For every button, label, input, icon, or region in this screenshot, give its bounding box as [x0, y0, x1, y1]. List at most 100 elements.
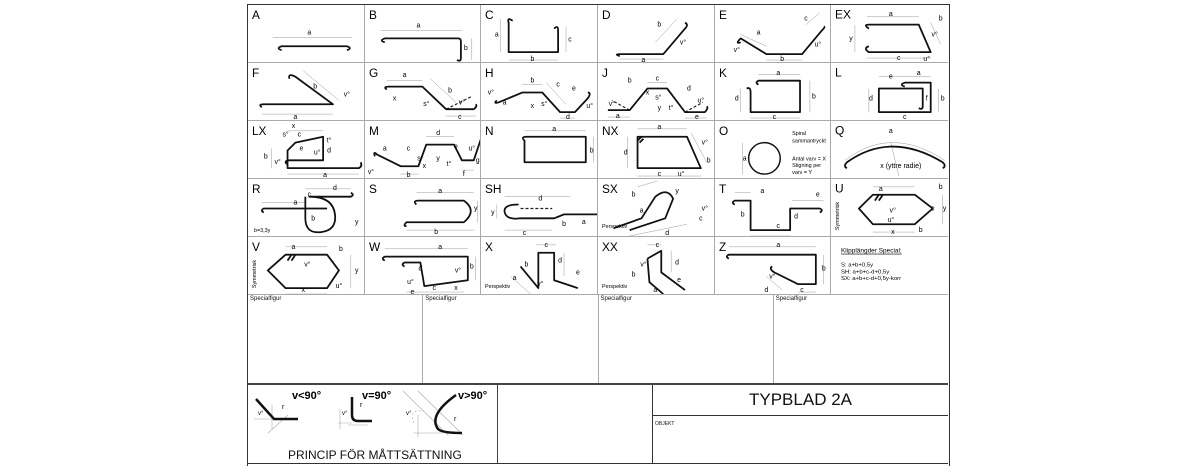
dimension-label: b — [657, 22, 661, 29]
dimension-label: u° — [814, 40, 821, 48]
rebar-spiral — [747, 141, 781, 175]
rebar-shape — [503, 203, 597, 220]
dimension-label: b — [707, 157, 711, 164]
dimension-label: v° — [890, 206, 896, 214]
dimension-label: v° — [458, 98, 464, 106]
dimensioning-principle: v<90° v=90° v>90° v° v° v° r r r PRINCIP… — [248, 385, 498, 463]
shape-code: A — [252, 8, 260, 22]
dimension-label: d — [436, 130, 440, 137]
rebar-shape — [260, 207, 328, 214]
dimension-label: e — [695, 114, 699, 120]
rebar-shape — [522, 135, 588, 164]
shape-code: H — [485, 66, 494, 80]
shape-code: C — [485, 8, 494, 22]
shape-code: W — [369, 240, 381, 254]
shape-code: D — [602, 8, 611, 22]
dimension-label: a — [294, 200, 298, 207]
dimension-label: v° — [702, 204, 708, 212]
dimension-label: v° — [733, 46, 739, 54]
rebar-shape — [373, 136, 481, 168]
dimension-label: x — [454, 285, 458, 292]
dimension-label: b — [939, 16, 943, 23]
shape-code: O — [719, 124, 728, 138]
rebar-shape — [725, 253, 817, 286]
shape-note: Stigning per — [792, 163, 821, 169]
special-figure-label: Specialfigur — [425, 296, 457, 302]
dimension-label: u° — [678, 170, 685, 178]
dimension-label: b — [464, 45, 468, 52]
dimension-label: u° — [924, 55, 931, 62]
dimension-label: b — [628, 78, 632, 85]
dimension-label: f — [926, 95, 928, 102]
dimension-label: v° — [609, 100, 615, 108]
dimension-label: a — [292, 244, 296, 251]
shape-drawing: Bab — [369, 8, 472, 62]
dimension-line — [546, 82, 567, 105]
angle-label: v° — [342, 411, 348, 417]
dimension-label: g — [475, 157, 479, 164]
dimension-label: d — [539, 196, 543, 203]
rebar-shape — [380, 37, 462, 62]
rebar-shape — [865, 23, 932, 54]
dimension-label: d — [794, 213, 798, 220]
dimension-line — [765, 276, 783, 291]
dimension-label: d — [418, 265, 422, 272]
dimension-line — [845, 142, 946, 161]
rebar-shape — [636, 135, 702, 170]
rebar-shape — [646, 249, 686, 291]
dimension-label: b — [919, 227, 923, 234]
dimension-label: a — [495, 31, 499, 38]
dimension-label: x — [393, 95, 397, 102]
dimension-label: e — [677, 277, 681, 284]
dimension-label: t° — [327, 137, 332, 145]
dimension-label: c — [800, 287, 804, 294]
dimension-label: s° — [423, 100, 429, 108]
dimension-label: a — [657, 124, 661, 131]
dimension-label: c — [931, 205, 935, 212]
dimension-label: d — [558, 258, 562, 265]
shape-code: R — [252, 182, 261, 196]
dimension-label: v° — [367, 168, 373, 176]
dimension-label: d — [327, 147, 331, 154]
dimension-label: d — [734, 95, 738, 102]
dimension-label: b — [406, 172, 410, 178]
rebar-shape — [520, 251, 579, 289]
shape-note: varv = Y — [792, 170, 812, 176]
dimension-label: s° — [282, 131, 288, 139]
dimension-label: a — [503, 99, 507, 106]
shape-note: Symmetrisk — [835, 202, 841, 230]
dimension-label: x — [891, 229, 895, 236]
dimension-label: d — [687, 86, 691, 93]
dimension-label: a — [776, 70, 780, 77]
dimension-line — [805, 12, 820, 25]
dimension-label: d — [869, 95, 873, 102]
dimension-label: c — [656, 76, 660, 83]
dimension-label: y — [436, 155, 440, 162]
dimension-label: d — [624, 149, 628, 156]
special-figure-box: Specialfigur — [774, 295, 948, 383]
dimension-label: v° — [680, 38, 686, 46]
dimension-label: y — [850, 35, 854, 42]
dimension-label: v° — [304, 261, 310, 269]
dimension-label: v° — [275, 158, 281, 166]
shape-note: Symmetrisk — [252, 260, 258, 288]
